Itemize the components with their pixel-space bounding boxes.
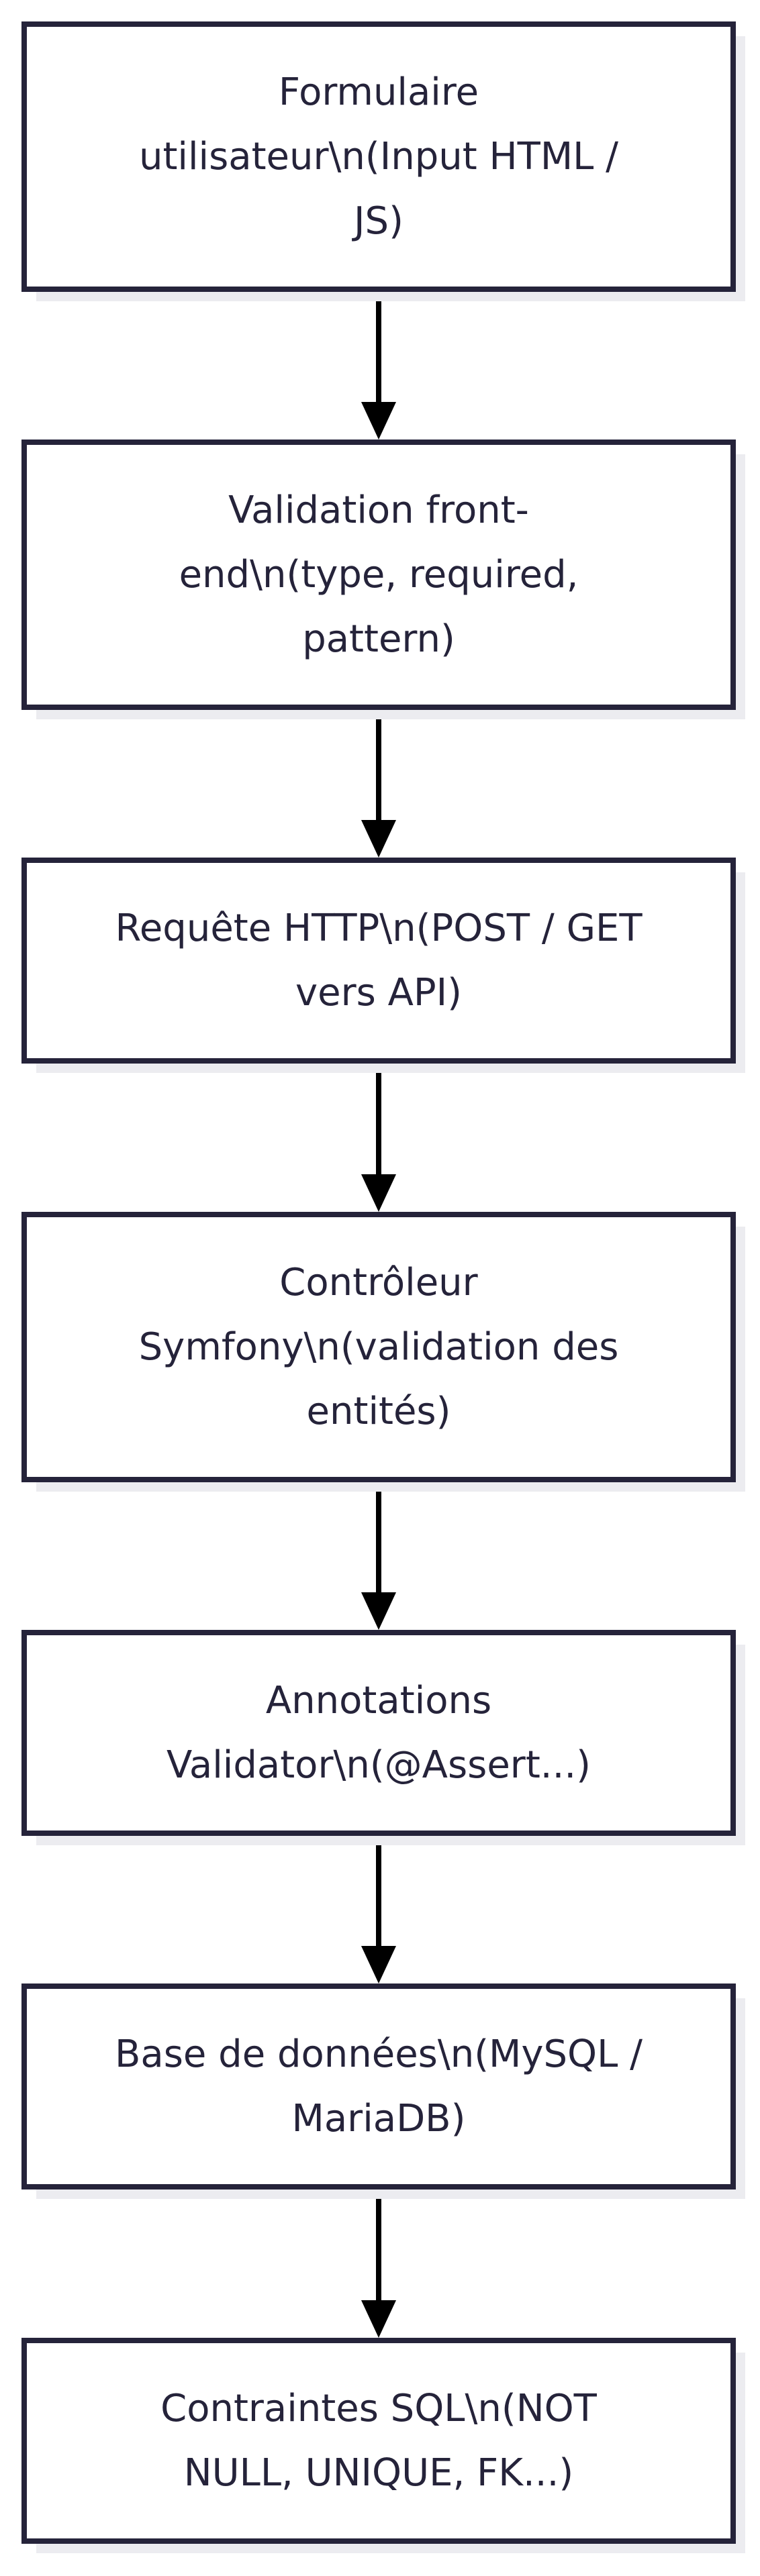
node-box xyxy=(21,440,736,710)
node-label-line: Symfony\n(validation des xyxy=(139,1325,619,1369)
node-box xyxy=(21,858,736,1064)
node-label-line: Contrôleur xyxy=(279,1261,478,1304)
node-label-line: MariaDB) xyxy=(292,2097,466,2141)
node-label-line: Contraintes SQL\n(NOT xyxy=(160,2387,598,2430)
node-box xyxy=(21,1212,736,1482)
arrow-head xyxy=(361,820,396,858)
flow-arrow xyxy=(361,292,396,440)
flow-arrow xyxy=(361,710,396,858)
flow-node: Base de données\n(MySQL / MariaDB) xyxy=(21,1983,745,2199)
nodes-layer: Formulaire utilisateur\n(Input HTML / JS) V… xyxy=(21,21,745,2553)
flow-arrow xyxy=(361,1836,396,1983)
arrow-head xyxy=(361,1592,396,1630)
node-box xyxy=(21,1630,736,1836)
flow-node: Requête HTTP\n(POST / GET vers API) xyxy=(21,858,745,1073)
arrow-head xyxy=(361,1174,396,1212)
arrow-head xyxy=(361,1946,396,1983)
node-label-line: utilisateur\n(Input HTML / xyxy=(139,135,618,178)
node-label-line: NULL, UNIQUE, FK...) xyxy=(184,2451,574,2495)
flow-arrow xyxy=(361,1064,396,1212)
node-label-line: JS) xyxy=(352,199,403,243)
flow-node: Validation front-end\n(type, required, pa… xyxy=(21,440,745,719)
flow-arrow xyxy=(361,2189,396,2338)
node-box xyxy=(21,21,736,292)
arrow-head xyxy=(361,402,396,440)
node-label-line: pattern) xyxy=(302,617,455,661)
node-label-line: Base de données\n(MySQL / xyxy=(115,2032,643,2076)
node-label-line: vers API) xyxy=(295,971,462,1015)
node-box xyxy=(21,2338,736,2544)
flow-node: Contraintes SQL\n(NOT NULL, UNIQUE, FK...… xyxy=(21,2338,745,2553)
arrow-head xyxy=(361,2300,396,2338)
flow-arrow xyxy=(361,1482,396,1630)
node-label-line: Formulaire xyxy=(279,70,479,114)
node-label-line: end\n(type, required, xyxy=(179,553,579,597)
edges-layer xyxy=(361,292,396,2338)
node-label-line: Validator\n(@Assert...) xyxy=(167,1743,591,1787)
flow-node: Formulaire utilisateur\n(Input HTML / JS) xyxy=(21,21,745,301)
node-label-line: Requête HTTP\n(POST / GET xyxy=(115,907,643,950)
node-box xyxy=(21,1983,736,2189)
node-label-line: entités) xyxy=(307,1390,451,1433)
node-label-line: Annotations xyxy=(266,1679,491,1722)
node-label-line: Validation front- xyxy=(228,488,529,532)
